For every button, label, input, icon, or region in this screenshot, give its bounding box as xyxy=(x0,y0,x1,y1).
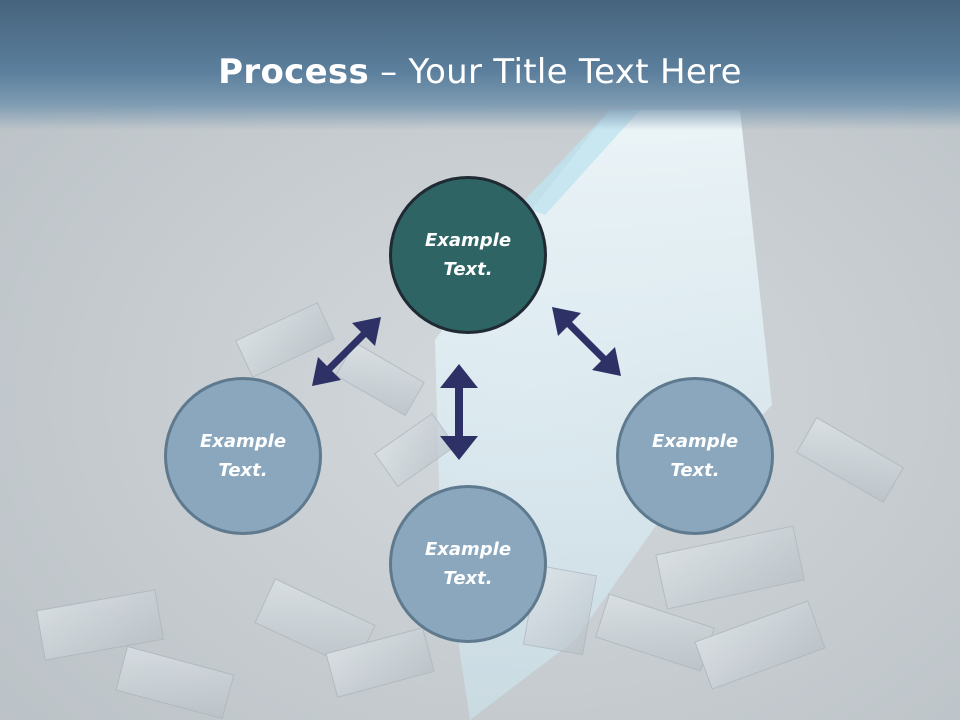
arrow-top-right xyxy=(552,307,621,376)
title-rest: – Your Title Text Here xyxy=(369,52,742,92)
process-node-left[interactable]: Example Text. xyxy=(164,377,322,535)
node-label: Example Text. xyxy=(424,539,512,589)
node-label: Example Text. xyxy=(651,431,739,481)
light-beam-edge xyxy=(520,110,640,215)
node-label: Example Text. xyxy=(199,431,287,481)
node-label: Example Text. xyxy=(424,230,512,280)
process-node-top[interactable]: Example Text. xyxy=(389,176,547,334)
process-node-bottom[interactable]: Example Text. xyxy=(389,485,547,643)
title-bold: Process xyxy=(218,52,370,92)
process-node-right[interactable]: Example Text. xyxy=(616,377,774,535)
slide-header xyxy=(0,0,960,130)
arrow-vertical xyxy=(440,364,478,460)
connector-arrows xyxy=(312,307,621,460)
arrow-top-left xyxy=(312,317,381,386)
slide-title: Process – Your Title Text Here xyxy=(0,52,960,92)
